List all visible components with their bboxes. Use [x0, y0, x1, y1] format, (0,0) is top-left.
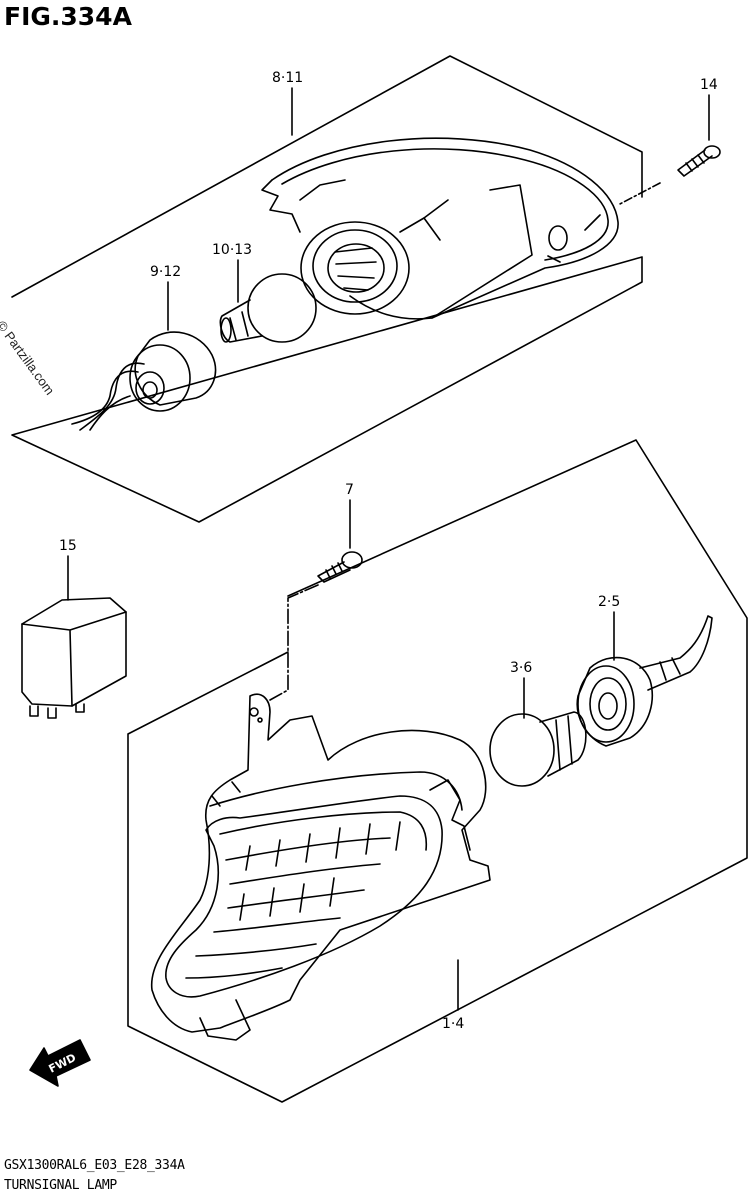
rear-bulb: [219, 273, 317, 343]
callout-2-5: 2·5: [598, 594, 620, 610]
lower-group-frame: [127, 439, 748, 1103]
screw-14: [677, 145, 721, 177]
front-lamp-assembly: [150, 693, 491, 1041]
figure-code: GSX1300RAL6_E03_E28_334A: [4, 1158, 185, 1173]
fwd-arrow: [29, 1039, 91, 1087]
screw-14-centerline: [617, 182, 661, 206]
callout-7: 7: [345, 482, 354, 498]
rear-bulb-socket: [71, 331, 217, 431]
callout-14: 14: [700, 77, 718, 93]
callout-10-13: 10·13: [212, 242, 252, 258]
figure-title: FIG.334A: [4, 2, 132, 31]
callout-8-11: 8·11: [272, 70, 303, 86]
screw-7: [317, 551, 363, 583]
callout-3-6: 3·6: [510, 660, 532, 676]
screw-7-centerline: [269, 584, 319, 701]
front-bulb: [489, 711, 587, 787]
relay-15: [21, 597, 127, 719]
front-bulb-socket: [576, 615, 713, 747]
upper-group-frame: [11, 55, 643, 523]
figure-name: TURNSIGNAL LAMP: [4, 1178, 117, 1193]
callout-9-12: 9·12: [150, 264, 181, 280]
rear-lamp-housing: [261, 137, 619, 320]
callout-15: 15: [59, 538, 77, 554]
callout-1-4: 1·4: [442, 1016, 464, 1032]
